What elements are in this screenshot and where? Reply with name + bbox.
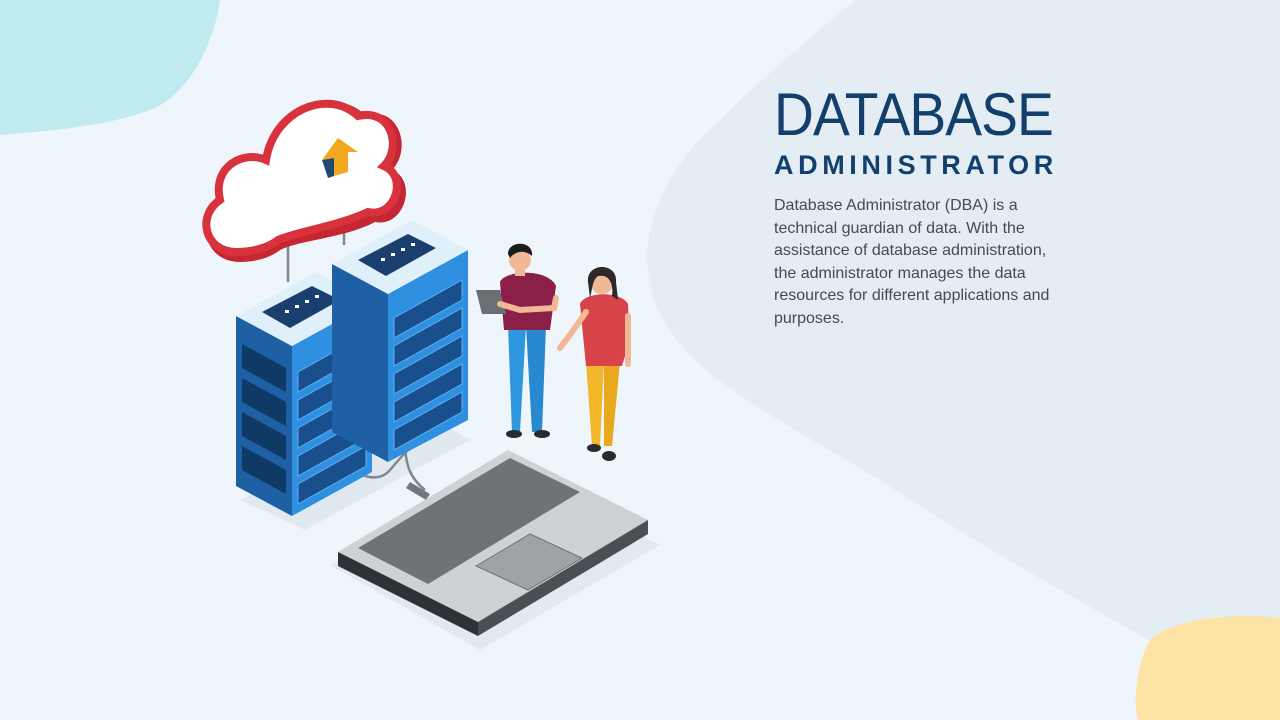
yellow-blob-bottom-right — [1135, 616, 1280, 720]
slide-title: DATABASE — [774, 81, 1054, 148]
laptop-icon — [338, 450, 648, 636]
upload-arrow-icon — [322, 138, 358, 176]
person-with-laptop-icon — [476, 243, 559, 438]
background-right-panel — [647, 0, 1280, 720]
handheld-laptop — [476, 290, 506, 314]
text-block: DATABASE ADMINISTRATOR Database Administ… — [774, 82, 1074, 331]
trackpad — [474, 533, 584, 591]
slide-description: Database Administrator (DBA) is a techni… — [774, 197, 1050, 327]
cloud-upload-icon — [202, 99, 406, 262]
server-rack-icon — [332, 220, 468, 462]
person-pointing-icon — [557, 267, 631, 461]
teal-blob-top-left — [0, 0, 220, 135]
keyboard — [358, 458, 580, 584]
slide-subtitle: ADMINISTRATOR — [774, 150, 1058, 180]
